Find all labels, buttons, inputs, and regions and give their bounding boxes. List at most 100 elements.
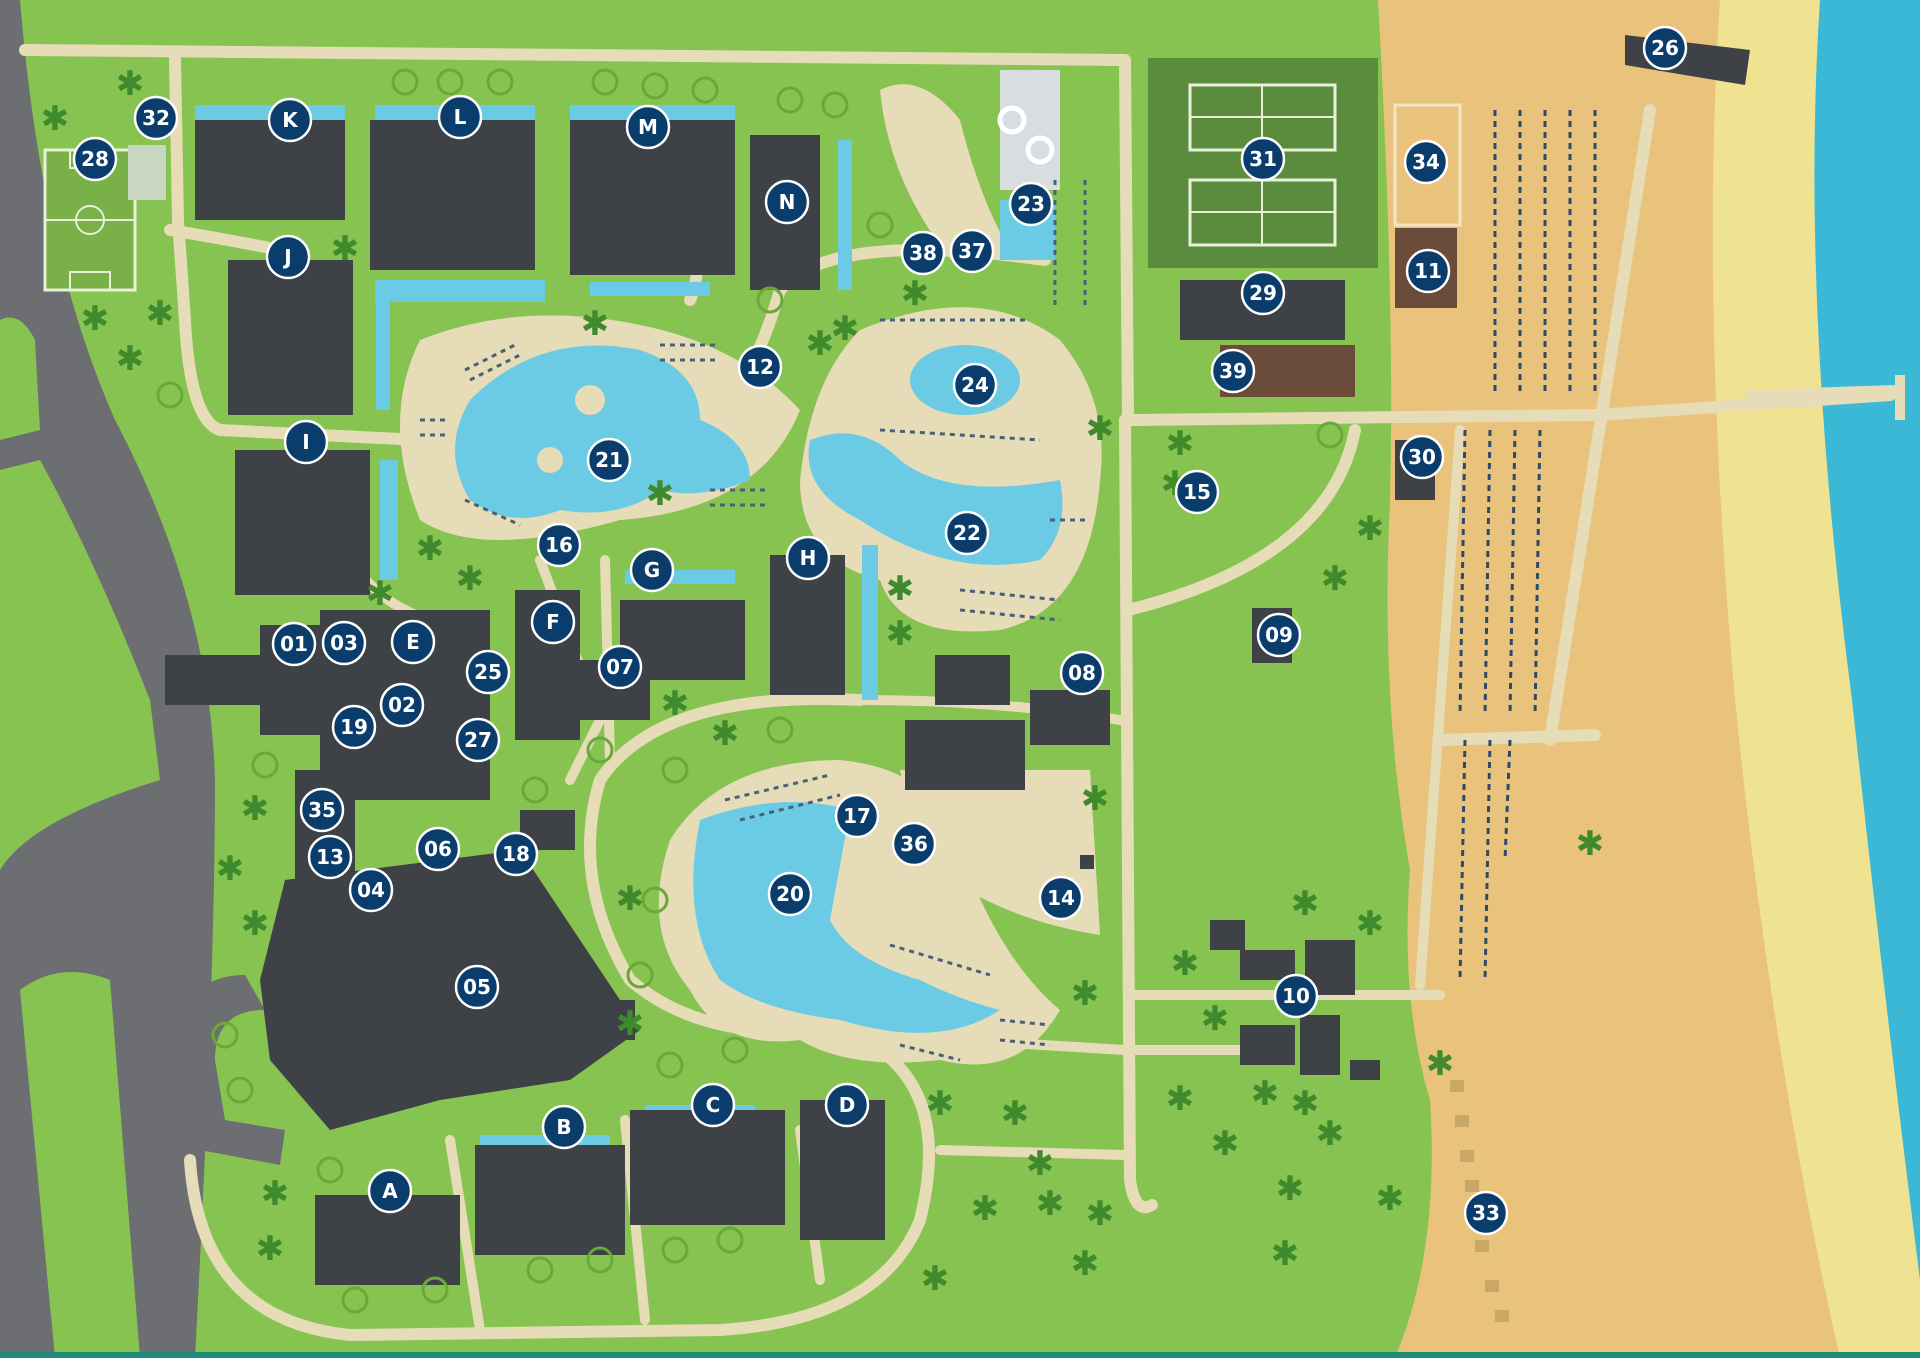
building-marker-icon	[824, 1082, 870, 1128]
map-marker-label: 01	[280, 632, 308, 656]
building-marker-icon	[367, 1168, 413, 1214]
map-marker-a[interactable]: A	[367, 1168, 413, 1214]
map-marker-28[interactable]: 28	[72, 136, 118, 182]
facility-marker-icon	[133, 95, 179, 141]
map-marker-17[interactable]: 17	[834, 793, 880, 839]
map-marker-18[interactable]: 18	[493, 831, 539, 877]
svg-text:✱: ✱	[1211, 1124, 1240, 1164]
map-marker-32[interactable]: 32	[133, 95, 179, 141]
map-marker-06[interactable]: 06	[415, 826, 461, 872]
facility-marker-icon	[1403, 139, 1449, 185]
svg-text:✱: ✱	[1376, 1179, 1405, 1219]
map-marker-15[interactable]: 15	[1174, 469, 1220, 515]
svg-text:✱: ✱	[1166, 424, 1195, 464]
tennis-court-marker-icon	[1240, 136, 1286, 182]
map-marker-f[interactable]: F	[530, 599, 576, 645]
map-marker-b[interactable]: B	[541, 1104, 587, 1150]
building-marker-icon	[437, 94, 483, 140]
map-marker-label: 16	[545, 533, 573, 557]
map-marker-21[interactable]: 21	[586, 437, 632, 483]
map-marker-l[interactable]: L	[437, 94, 483, 140]
map-marker-label: 02	[388, 693, 416, 717]
facility-marker-icon	[891, 821, 937, 867]
beach-umbrellas	[1450, 1080, 1509, 1322]
map-marker-label: 38	[909, 241, 937, 265]
svg-text:✱: ✱	[1426, 1044, 1455, 1084]
svg-text:✱: ✱	[921, 1259, 950, 1299]
svg-text:✱: ✱	[1271, 1234, 1300, 1274]
facility-marker-icon	[321, 620, 367, 666]
svg-text:✱: ✱	[1291, 884, 1320, 924]
map-marker-label: 21	[595, 448, 623, 472]
map-marker-09[interactable]: 09	[1256, 612, 1302, 658]
map-marker-33[interactable]: 33	[1463, 1190, 1509, 1236]
pool-marker-icon	[952, 362, 998, 408]
facility-marker-icon	[1256, 612, 1302, 658]
map-marker-20[interactable]: 20	[767, 871, 813, 917]
map-marker-39[interactable]: 39	[1210, 348, 1256, 394]
facility-marker-icon	[348, 867, 394, 913]
map-marker-22[interactable]: 22	[944, 510, 990, 556]
map-marker-label: G	[644, 558, 660, 582]
map-marker-label: 24	[961, 373, 989, 397]
map-marker-04[interactable]: 04	[348, 867, 394, 913]
map-marker-c[interactable]: C	[690, 1082, 736, 1128]
svg-text:✱: ✱	[1071, 974, 1100, 1014]
map-marker-d[interactable]: D	[824, 1082, 870, 1128]
svg-text:✱: ✱	[806, 324, 835, 364]
loungers	[420, 180, 1090, 1062]
facility-marker-icon	[1059, 650, 1105, 696]
facility-marker-icon	[536, 522, 582, 568]
map-marker-label: 32	[142, 106, 170, 130]
map-marker-19[interactable]: 19	[331, 704, 377, 750]
svg-text:✱: ✱	[1356, 904, 1385, 944]
map-marker-30[interactable]: 30	[1399, 434, 1445, 480]
map-marker-08[interactable]: 08	[1059, 650, 1105, 696]
map-marker-02[interactable]: 02	[379, 682, 425, 728]
map-marker-k[interactable]: K	[267, 97, 313, 143]
map-marker-j[interactable]: J	[265, 234, 311, 280]
map-marker-03[interactable]: 03	[321, 620, 367, 666]
map-marker-11[interactable]: 11	[1405, 248, 1451, 294]
pool-21	[455, 345, 750, 518]
map-marker-27[interactable]: 27	[455, 717, 501, 763]
map-marker-05[interactable]: 05	[454, 964, 500, 1010]
map-marker-i[interactable]: I	[283, 419, 329, 465]
map-marker-n[interactable]: N	[764, 179, 810, 225]
map-marker-label: E	[406, 630, 420, 654]
map-marker-label: 27	[464, 728, 492, 752]
map-marker-31[interactable]: 31	[1240, 136, 1286, 182]
svg-text:✱: ✱	[1316, 1114, 1345, 1154]
map-marker-23[interactable]: 23	[1008, 181, 1054, 227]
building-marker-icon	[390, 619, 436, 665]
map-marker-37[interactable]: 37	[949, 228, 995, 274]
svg-text:✱: ✱	[81, 299, 110, 339]
map-marker-m[interactable]: M	[625, 104, 671, 150]
map-marker-01[interactable]: 01	[271, 621, 317, 667]
map-marker-10[interactable]: 10	[1273, 973, 1319, 1019]
map-marker-label: 07	[606, 655, 634, 679]
map-marker-16[interactable]: 16	[536, 522, 582, 568]
map-marker-label: I	[302, 430, 309, 454]
svg-text:✱: ✱	[416, 529, 445, 569]
map-marker-38[interactable]: 38	[900, 230, 946, 276]
map-marker-12[interactable]: 12	[737, 344, 783, 390]
map-marker-35[interactable]: 35	[299, 787, 345, 833]
facility-marker-icon	[493, 831, 539, 877]
map-marker-13[interactable]: 13	[307, 834, 353, 880]
map-marker-14[interactable]: 14	[1038, 875, 1084, 921]
map-marker-label: M	[638, 115, 658, 139]
map-marker-24[interactable]: 24	[952, 362, 998, 408]
map-marker-25[interactable]: 25	[465, 649, 511, 695]
map-marker-29[interactable]: 29	[1240, 270, 1286, 316]
facility-marker-icon	[307, 834, 353, 880]
map-marker-h[interactable]: H	[785, 535, 831, 581]
map-marker-36[interactable]: 36	[891, 821, 937, 867]
map-marker-e[interactable]: E	[390, 619, 436, 665]
map-marker-label: B	[556, 1115, 571, 1139]
map-marker-g[interactable]: G	[629, 547, 675, 593]
map-marker-34[interactable]: 34	[1403, 139, 1449, 185]
building-marker-icon	[267, 97, 313, 143]
map-marker-26[interactable]: 26	[1642, 25, 1688, 71]
map-marker-07[interactable]: 07	[597, 644, 643, 690]
